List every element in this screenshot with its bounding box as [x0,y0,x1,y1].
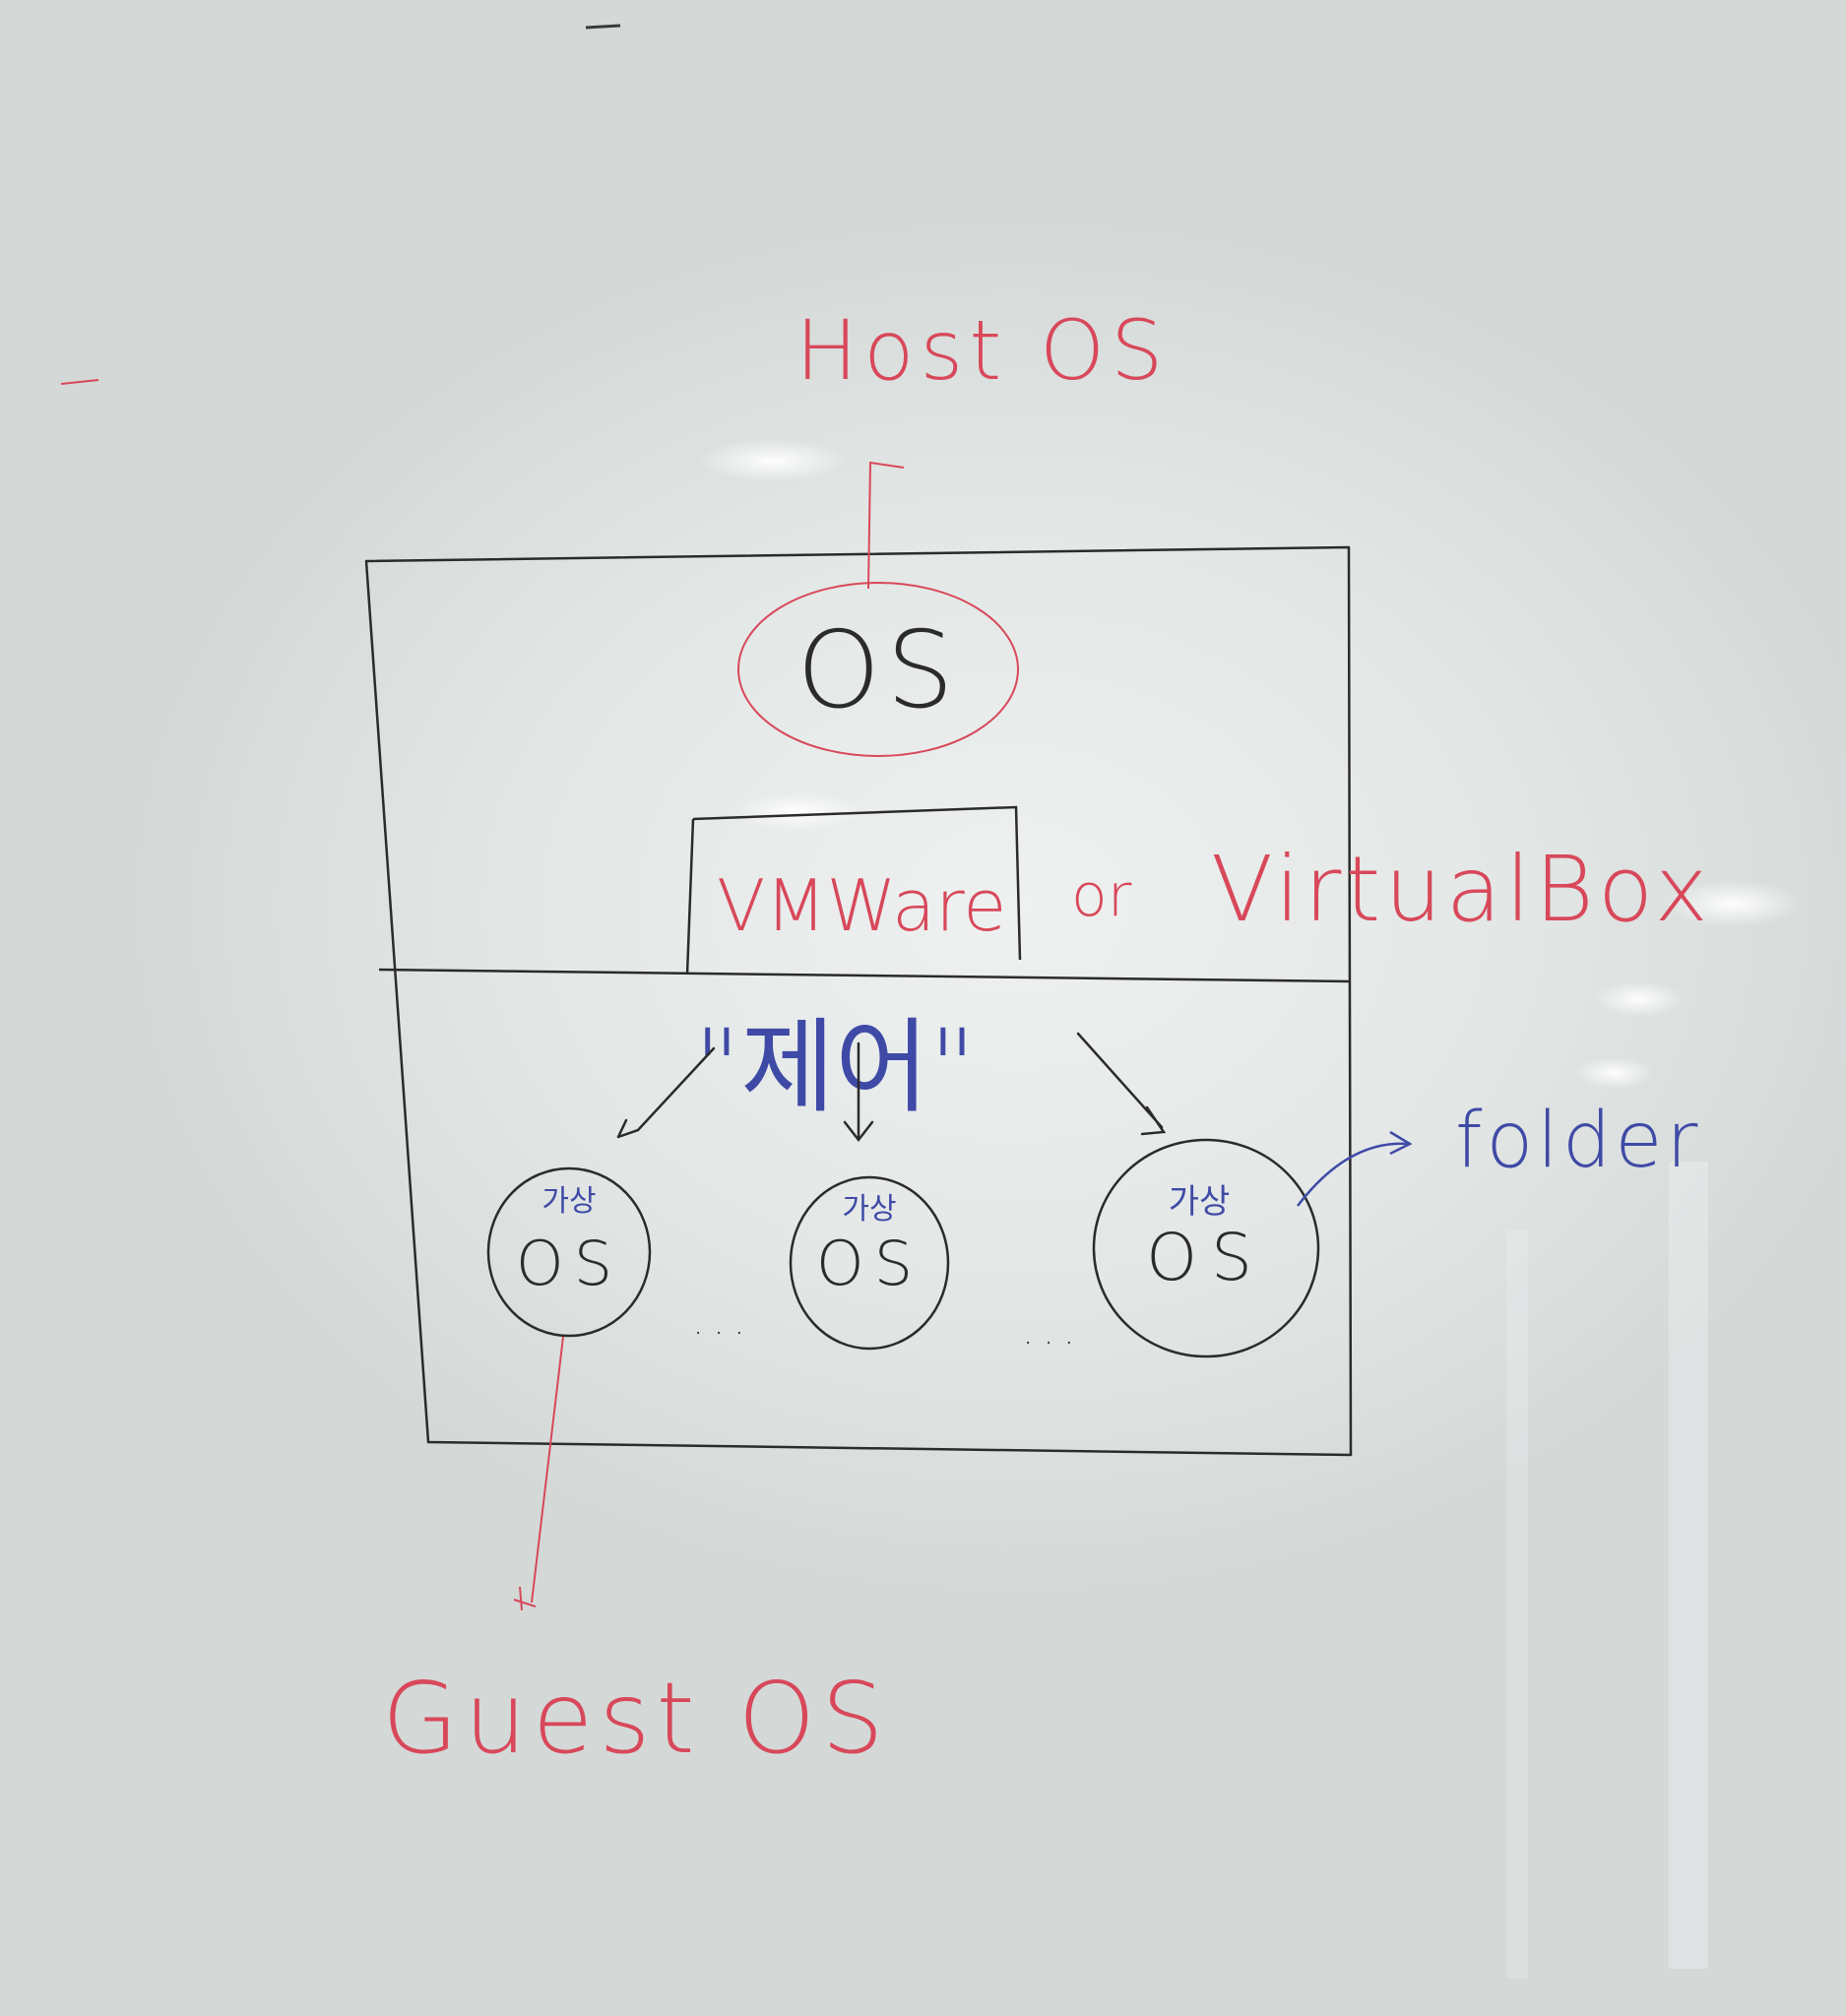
guest-os-3-tag: 가상 [1169,1182,1231,1222]
guest-os-2-label: OS [816,1228,923,1299]
control-label: "제어" [693,1007,976,1127]
guest-os-1-tag: 가상 [541,1184,596,1219]
guest-os-1-label: OS [516,1228,622,1299]
stray-mark-2 [60,379,99,385]
host-os-circle [737,582,1019,757]
ellipsis-1: ... [693,1303,754,1343]
host-os-label: Host OS [796,302,1169,399]
hypervisor-box [685,805,1022,976]
guest-os-label: Guest OS [382,1661,890,1776]
outer-system-box [364,545,1353,1457]
board-glare [699,439,1802,1979]
hypervisor-label: VMWare [717,864,1006,947]
layer-divider-line [378,968,1352,983]
folder-label: folder [1455,1097,1701,1185]
guest-os-2-tag: 가상 [842,1192,896,1227]
host-os-pointer-line [867,461,905,590]
control-arrows [616,1032,1167,1143]
arrow-right [1076,1032,1167,1136]
guest-os-2: 가상 OS [789,1175,950,1351]
folder-pointer-arrow [1297,1130,1413,1207]
guest-os-1: 가상 OS [486,1166,652,1338]
host-os-inner-label: OS [796,609,960,732]
hypervisor-alt-label: VirtualBox [1211,837,1712,942]
guest-os-pointer-line [513,1336,564,1611]
ellipsis-2: ... [1023,1313,1084,1353]
arrow-left [616,1046,716,1139]
guest-os-3-label: OS [1146,1220,1266,1295]
stray-mark-1 [585,24,621,30]
guest-os-3: 가상 OS [1092,1138,1320,1358]
arrow-down [843,1041,874,1143]
hypervisor-or-label: or [1071,861,1132,930]
